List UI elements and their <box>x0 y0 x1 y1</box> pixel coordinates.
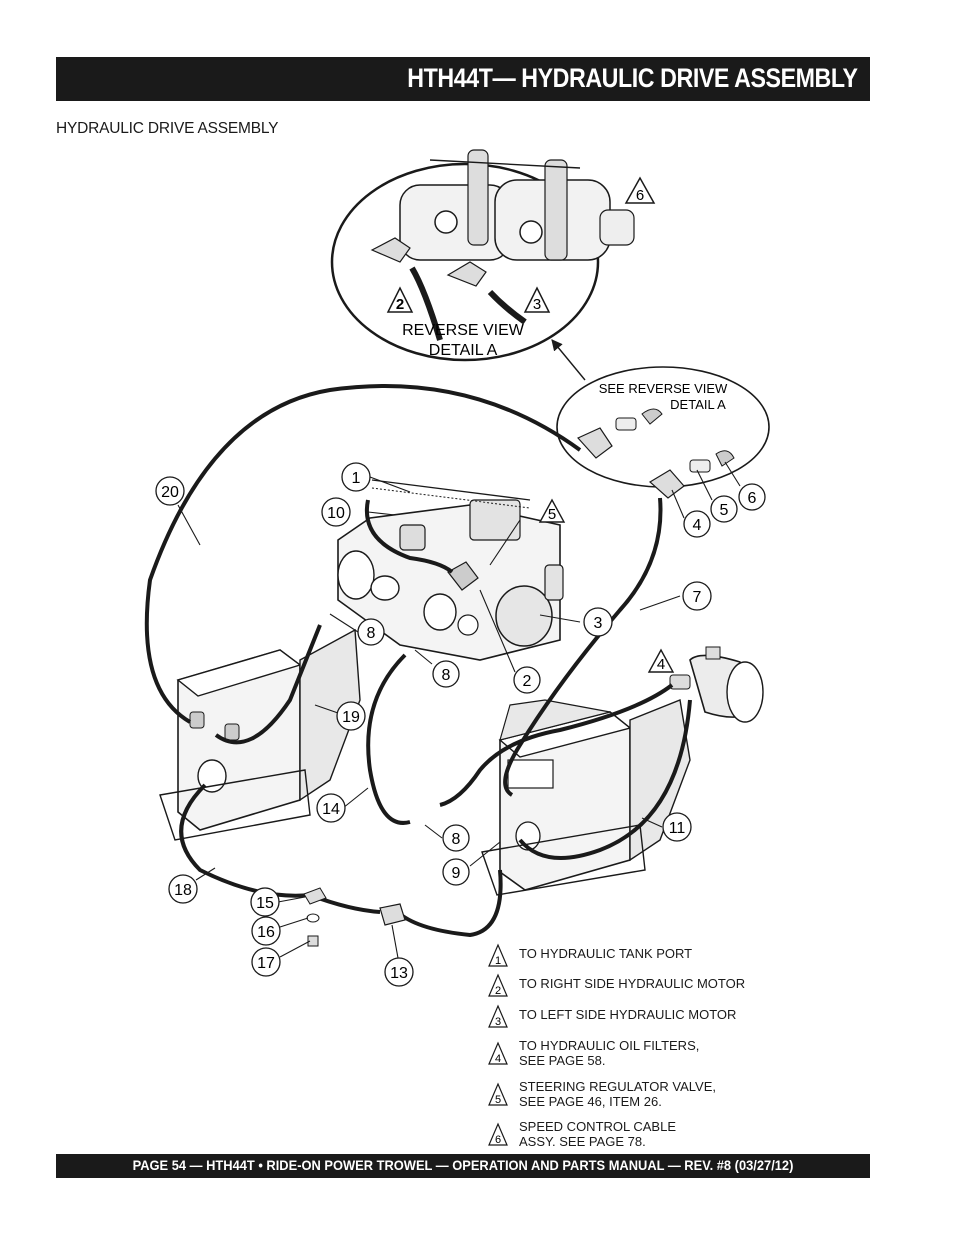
oil-filter <box>669 646 764 723</box>
left-gearbox <box>159 628 361 841</box>
svg-text:6: 6 <box>495 1134 501 1146</box>
detail-arrow <box>551 339 586 381</box>
svg-text:17: 17 <box>257 955 275 972</box>
svg-text:20: 20 <box>161 484 179 501</box>
callout-4: 4 <box>683 510 711 538</box>
legend-text-4: TO HYDRAULIC OIL FILTERS, SEE PAGE 58. <box>519 1038 700 1068</box>
flag-4: 4 <box>657 656 665 673</box>
legend-item-1: 1 TO HYDRAULIC TANK PORT <box>486 942 786 976</box>
callout-5: 5 <box>710 495 738 523</box>
legend-item-3: 3 TO LEFT SIDE HYDRAULIC MOTOR <box>486 1003 786 1037</box>
legend-flag-3: 3 <box>488 1004 508 1028</box>
svg-text:8: 8 <box>442 667 451 684</box>
svg-text:14: 14 <box>322 801 340 818</box>
svg-text:2: 2 <box>495 985 501 997</box>
legend-flag-6: 6 <box>488 1122 508 1146</box>
see-reverse-view-label-2: DETAIL A <box>670 397 726 412</box>
legend-item-4: 4 TO HYDRAULIC OIL FILTERS, SEE PAGE 58. <box>486 1034 786 1068</box>
legend-item-2: 2 TO RIGHT SIDE HYDRAULIC MOTOR <box>486 972 786 1006</box>
svg-text:11: 11 <box>669 820 686 837</box>
legend-text-5: STEERING REGULATOR VALVE, SEE PAGE 46, I… <box>519 1079 716 1109</box>
callout-19: 19 <box>336 701 366 731</box>
callout-17: 17 <box>251 947 281 977</box>
header-bar: HTH44T— HYDRAULIC DRIVE ASSEMBLY <box>56 57 870 101</box>
page-title: HTH44T— HYDRAULIC DRIVE ASSEMBLY <box>407 63 859 93</box>
legend-text-3: TO LEFT SIDE HYDRAULIC MOTOR <box>519 1007 737 1022</box>
svg-text:3: 3 <box>495 1016 501 1028</box>
callout-8-low: 8 <box>442 824 470 852</box>
right-gearbox <box>481 699 691 896</box>
detail-flag-3: 3 <box>533 296 541 313</box>
svg-text:1: 1 <box>495 955 501 967</box>
callout-20: 20 <box>155 476 185 506</box>
reference-circle: SEE REVERSE VIEW DETAIL A <box>556 366 770 499</box>
svg-text:5: 5 <box>720 502 729 519</box>
reverse-view-label-2: DETAIL A <box>429 342 498 359</box>
callout-18: 18 <box>168 874 198 904</box>
callout-9: 9 <box>442 858 470 886</box>
legend-flag-4: 4 <box>488 1041 508 1065</box>
callouts: 1 10 20 4 5 6 7 3 8 8 2 19 14 8 9 11 18 … <box>155 462 766 987</box>
legend-item-5: 5 STEERING REGULATOR VALVE, SEE PAGE 46,… <box>486 1075 786 1109</box>
see-reverse-view-label-1: SEE REVERSE VIEW <box>599 381 728 396</box>
leader-lines <box>177 461 741 959</box>
svg-text:10: 10 <box>327 505 345 522</box>
callout-10: 10 <box>321 497 351 527</box>
legend-text-6: SPEED CONTROL CABLE ASSY. SEE PAGE 78. <box>519 1119 677 1149</box>
svg-text:4: 4 <box>693 517 702 534</box>
callout-8-mid: 8 <box>432 660 460 688</box>
legend-flag-2: 2 <box>488 973 508 997</box>
flag-5: 5 <box>548 506 556 523</box>
callout-8-top: 8 <box>357 618 385 646</box>
svg-text:7: 7 <box>693 589 702 606</box>
callout-7: 7 <box>682 581 712 611</box>
legend-flag-5: 5 <box>488 1082 508 1106</box>
svg-text:8: 8 <box>367 625 376 642</box>
svg-text:6: 6 <box>748 490 757 507</box>
footer-bar: PAGE 54 — HTH44T • RIDE-ON POWER TROWEL … <box>56 1154 870 1178</box>
svg-text:16: 16 <box>257 924 275 941</box>
svg-text:18: 18 <box>174 882 192 899</box>
diagram-flags: 5 4 <box>538 498 675 673</box>
svg-text:1: 1 <box>352 470 361 487</box>
legend-text-2: TO RIGHT SIDE HYDRAULIC MOTOR <box>519 976 746 991</box>
callout-16: 16 <box>251 916 281 946</box>
callout-11: 11 <box>662 812 692 842</box>
callout-1: 1 <box>341 462 371 492</box>
detail-flag-6: 6 <box>636 187 644 204</box>
svg-text:15: 15 <box>256 895 274 912</box>
hydraulic-hoses <box>144 384 692 938</box>
svg-text:5: 5 <box>495 1094 501 1106</box>
callout-13: 13 <box>384 957 414 987</box>
callout-3: 3 <box>583 607 613 637</box>
callout-2: 2 <box>513 666 541 694</box>
section-subtitle: HYDRAULIC DRIVE ASSEMBLY <box>56 120 279 137</box>
small-hardware <box>303 887 406 947</box>
callout-6: 6 <box>738 483 766 511</box>
legend-item-6: 6 SPEED CONTROL CABLE ASSY. SEE PAGE 78. <box>486 1115 786 1149</box>
callout-15: 15 <box>250 887 280 917</box>
svg-text:2: 2 <box>523 673 532 690</box>
svg-text:19: 19 <box>342 709 360 726</box>
svg-text:4: 4 <box>495 1053 501 1065</box>
detail-a-view: 2 3 6 REVERSE VIEW DETAIL A <box>330 149 656 362</box>
callout-14: 14 <box>316 793 346 823</box>
reverse-view-label-1: REVERSE VIEW <box>402 322 525 339</box>
svg-text:9: 9 <box>452 865 461 882</box>
svg-text:8: 8 <box>452 831 461 848</box>
legend-flag-1: 1 <box>488 943 508 967</box>
detail-flag-2: 2 <box>396 296 404 313</box>
legend-text-1: TO HYDRAULIC TANK PORT <box>519 946 693 961</box>
svg-text:3: 3 <box>594 615 603 632</box>
footer-text: PAGE 54 — HTH44T • RIDE-ON POWER TROWEL … <box>132 1157 794 1173</box>
svg-text:13: 13 <box>390 965 408 982</box>
